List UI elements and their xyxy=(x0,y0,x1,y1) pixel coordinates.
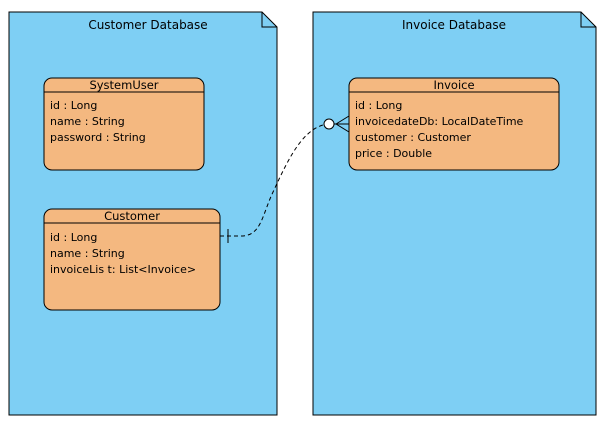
entity-customer-title: Customer xyxy=(104,209,160,223)
entity-systemuser-attr-1: name : String xyxy=(50,115,125,128)
entity-customer-attr-1: name : String xyxy=(50,247,125,260)
database-invoice-title: Invoice Database xyxy=(402,18,506,32)
relationship-customer-invoice[interactable] xyxy=(220,115,350,243)
entity-systemuser[interactable]: SystemUser id : Long name : String passw… xyxy=(43,77,205,171)
entity-customer-attr-0: id : Long xyxy=(50,231,97,244)
entity-invoice-title: Invoice xyxy=(433,78,474,92)
entity-customer[interactable]: Customer id : Long name : String invoice… xyxy=(43,208,221,311)
database-invoice[interactable]: Invoice Database xyxy=(312,11,597,416)
database-invoice-fold xyxy=(580,12,596,28)
entity-systemuser-title: SystemUser xyxy=(89,78,158,92)
entity-invoice-attr-3: price : Double xyxy=(355,147,432,160)
database-customer-fold xyxy=(261,12,277,28)
entity-invoice-attr-0: id : Long xyxy=(355,99,402,112)
relationship-many-marker xyxy=(335,115,350,133)
entity-systemuser-attr-0: id : Long xyxy=(50,99,97,112)
entity-systemuser-box xyxy=(43,77,205,171)
entity-invoice-attr-2: customer : Customer xyxy=(355,131,471,144)
relationship-zero-marker xyxy=(323,118,335,130)
entity-systemuser-attr-2: password : String xyxy=(50,131,146,144)
database-customer-title: Customer Database xyxy=(88,18,207,32)
entity-invoice-attr-1: invoicedateDb: LocalDateTime xyxy=(355,115,524,128)
entity-customer-attr-2: invoiceLis t: List<Invoice> xyxy=(50,263,196,276)
entity-invoice[interactable]: Invoice id : Long invoicedateDb: LocalDa… xyxy=(348,77,560,171)
relationship-line xyxy=(220,123,349,237)
database-invoice-shape xyxy=(312,11,597,416)
entity-customer-box xyxy=(43,208,221,311)
